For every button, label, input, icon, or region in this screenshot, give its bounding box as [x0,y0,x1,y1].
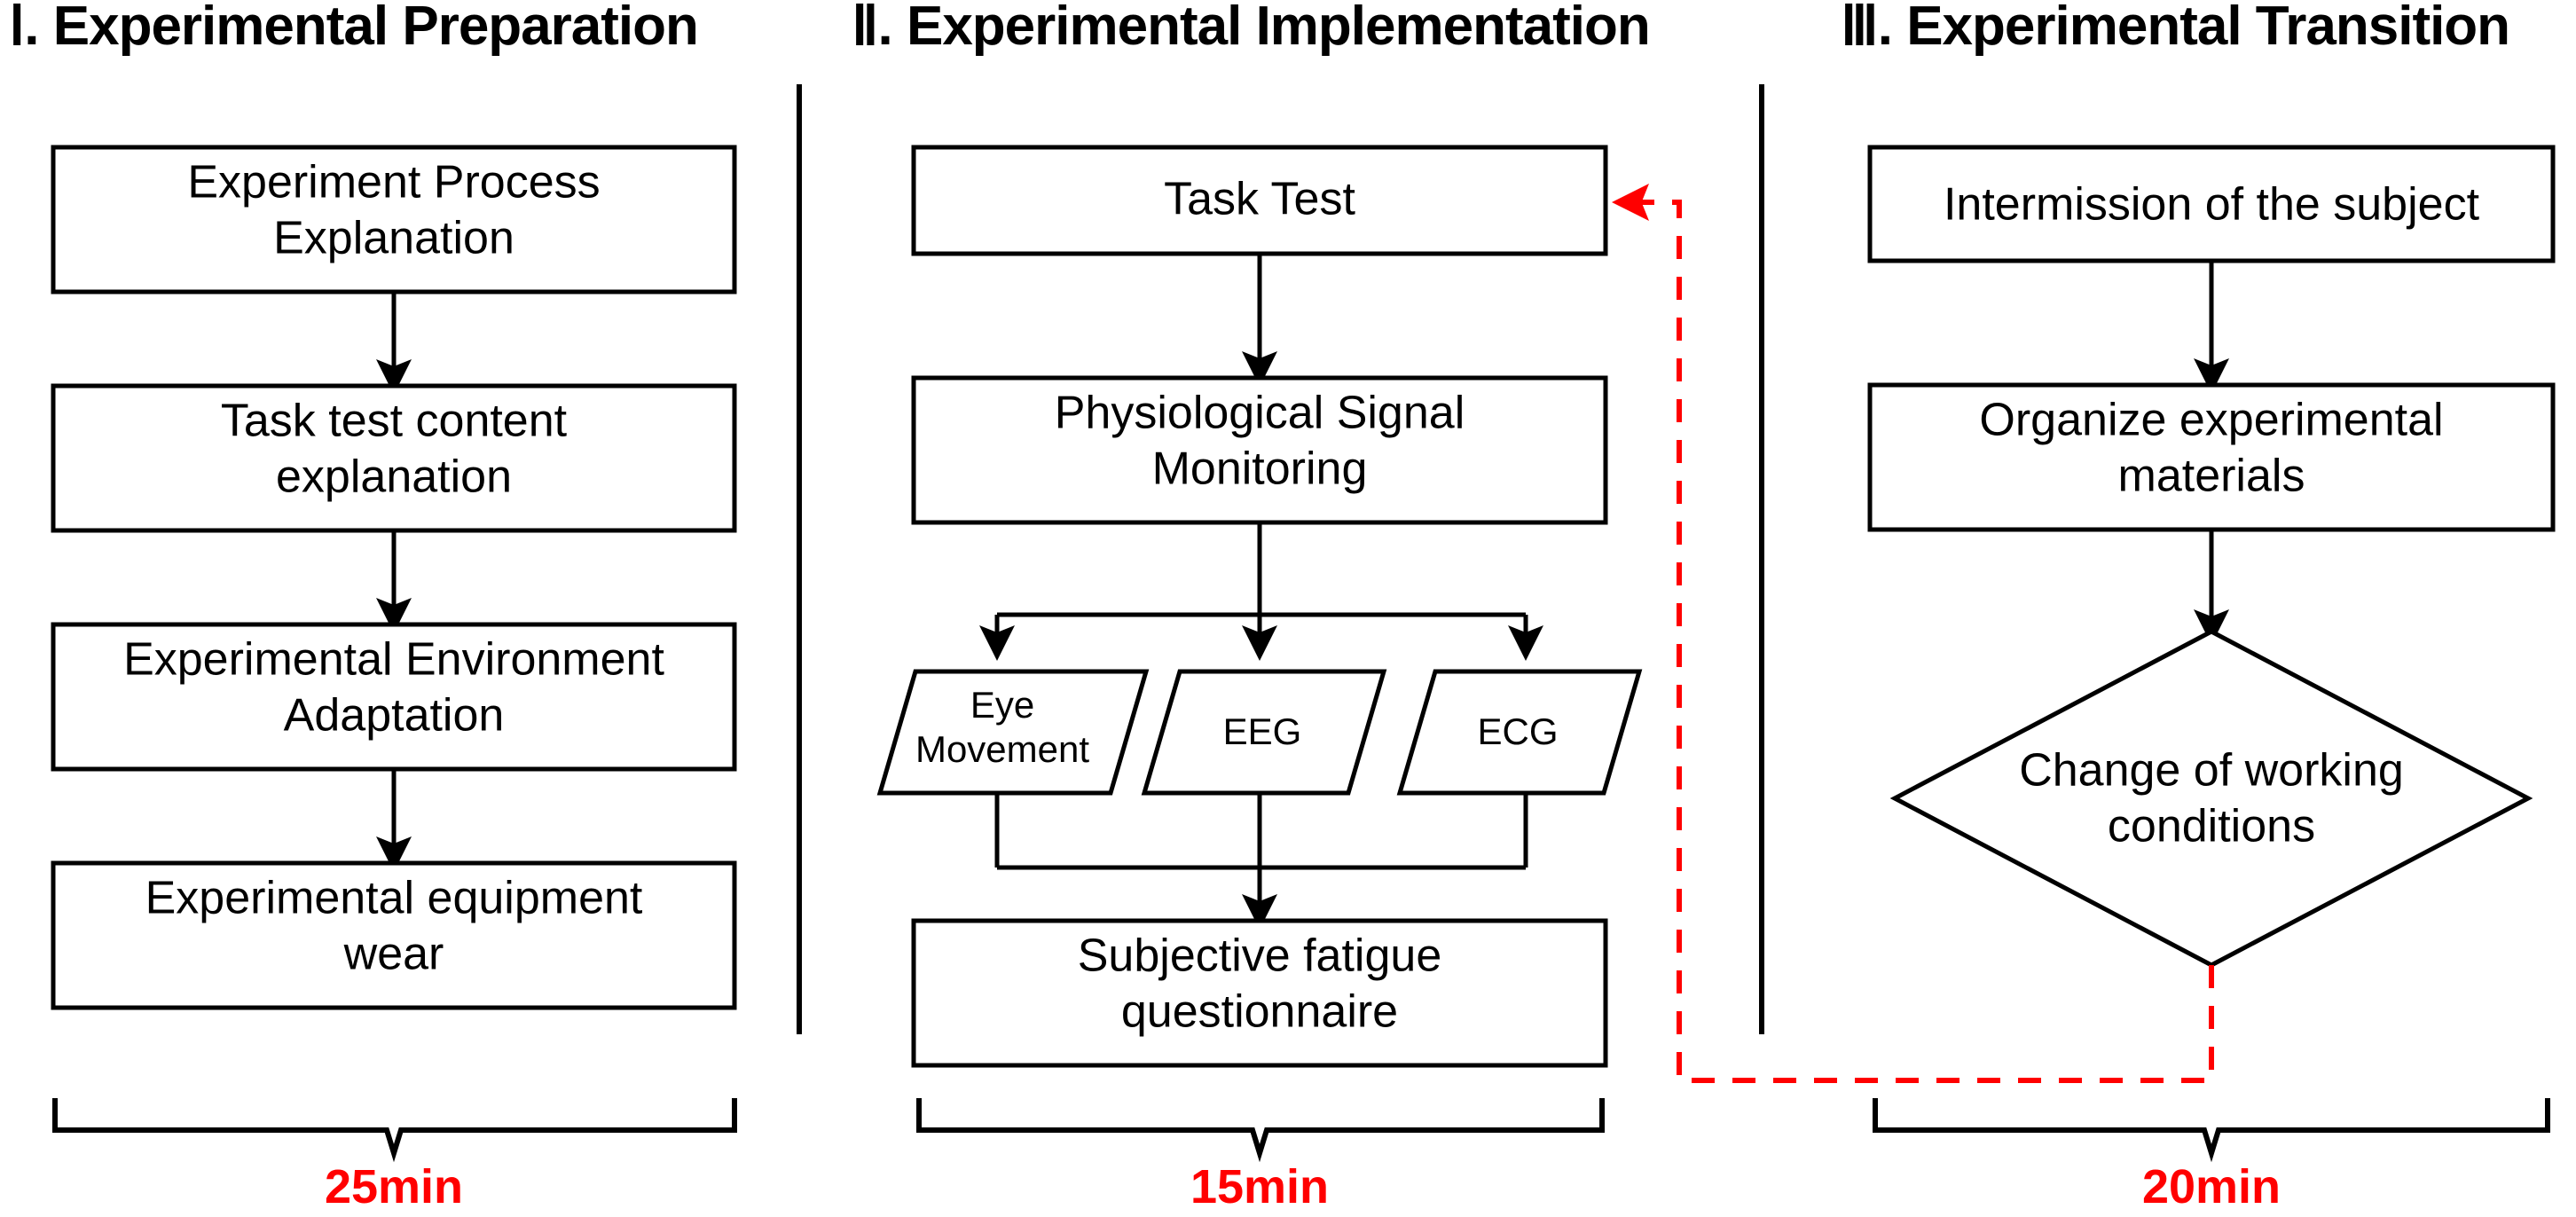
node-eeg-line1: EEG [1223,711,1302,752]
node-eye-movement-line2: Movement [915,728,1089,770]
node-experimental-equipment-wear[interactable] [51,860,737,1010]
node-ecg[interactable] [1396,669,1643,796]
node-subjective-fatigue-questionnaire-line1: Subjective fatigue [1078,930,1442,982]
node-subjective-fatigue-questionnaire[interactable] [911,918,1608,1068]
stage-3-duration: 20min [2142,1160,2281,1213]
stage-1-title: Ⅰ. Experimental Preparation [9,0,698,57]
node-experimental-equipment-wear-line1: Experimental equipment [145,873,643,924]
node-experimental-environment-adaptation[interactable] [51,622,737,772]
stage-3-brace [1873,1098,2550,1163]
node-experimental-environment-adaptation-line1: Experimental Environment [123,634,664,686]
node-organize-experimental-materials-line1: Organize experimental [1979,395,2443,446]
node-task-test-line1: Task Test [1164,174,1355,225]
stage-2-title: Ⅱ. Experimental Implementation [852,0,1650,57]
stage-1-duration: 25min [325,1160,463,1213]
stage-1-brace [52,1098,737,1163]
node-eye-movement[interactable] [876,669,1150,796]
node-task-test-content-explanation-line2: explanation [276,451,512,503]
stage-2-brace [916,1098,1605,1163]
node-task-test-content-explanation-line1: Task test content [221,396,568,447]
node-experimental-equipment-wear-line2: wear [343,929,444,980]
node-change-of-working-conditions-line2: conditions [2108,801,2315,852]
node-exp-process-explanation-line1: Experiment Process [187,157,600,208]
node-organize-experimental-materials[interactable] [1867,382,2556,532]
node-physiological-signal-monitoring[interactable] [911,375,1608,525]
node-intermission-of-the-subject[interactable] [1867,145,2556,263]
node-change-of-working-conditions-line1: Change of working [2019,745,2404,797]
node-subjective-fatigue-questionnaire-line2: questionnaire [1121,986,1398,1038]
stage-3-group: Intermission of the subject Organize exp… [1867,145,2556,1213]
connector-2-fanout-bus [997,522,1526,617]
node-experimental-environment-adaptation-line2: Adaptation [284,690,505,742]
node-eye-movement-line1: Eye [970,684,1034,726]
stage-2-duration: 15min [1190,1160,1329,1213]
node-eeg[interactable] [1141,669,1387,796]
node-physiological-signal-monitoring-line1: Physiological Signal [1055,388,1465,439]
node-exp-process-explanation[interactable] [51,145,737,294]
node-exp-process-explanation-line2: Explanation [273,213,514,264]
stage-2-group: Task Test Physiological Signal Monitorin… [876,145,1643,1213]
node-task-test-content-explanation[interactable] [51,383,737,533]
feedback-loop-red-dashed [1612,184,2214,1083]
node-task-test[interactable] [911,145,1608,256]
stage-3-title: Ⅲ. Experimental Transition [1841,0,2509,57]
node-organize-experimental-materials-line2: materials [2118,451,2305,502]
node-change-of-working-conditions[interactable] [1889,629,2533,968]
stage-1-group: Experiment Process Explanation Task test… [51,145,737,1213]
node-physiological-signal-monitoring-line2: Monitoring [1152,444,1368,495]
node-ecg-line1: ECG [1477,711,1558,752]
node-intermission-of-the-subject-line1: Intermission of the subject [1944,179,2480,231]
